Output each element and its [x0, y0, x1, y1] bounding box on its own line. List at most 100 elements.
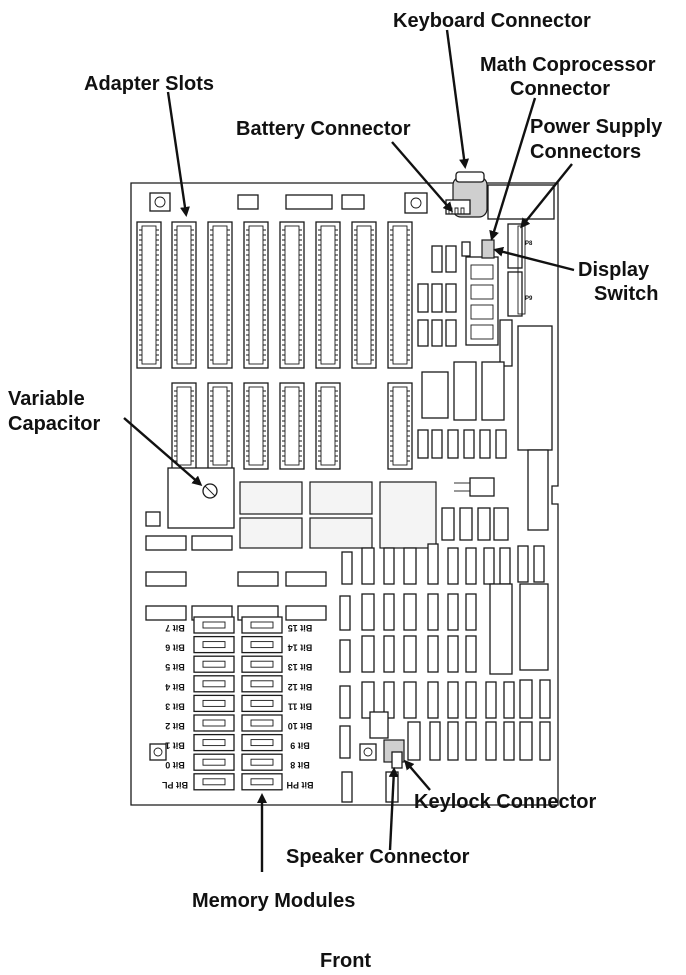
memory-bit-label-right: Bit 10	[288, 721, 313, 731]
memory-bit-label-left: Bit 4	[165, 682, 185, 692]
label-adapter-slots: Adapter Slots	[84, 73, 214, 95]
chip-64	[427, 635, 439, 673]
adapter-slots	[136, 221, 413, 470]
memory-module-right	[241, 616, 283, 634]
chip-46	[465, 547, 477, 585]
memory-module-right	[241, 675, 283, 693]
p8-label: P8	[525, 241, 533, 247]
chip-39	[493, 507, 509, 541]
memory-bit-label-right: Bit 8	[290, 760, 310, 770]
chip-75	[503, 681, 515, 719]
chip-61	[361, 635, 375, 673]
chip-88	[341, 771, 353, 803]
memory-module-left	[193, 694, 235, 713]
chip-84	[485, 721, 497, 761]
resistor-part	[454, 477, 495, 497]
memory-bit-label-left: Bit 2	[165, 721, 185, 731]
chip-11	[421, 371, 449, 419]
chip-1	[431, 245, 443, 273]
label-math-coprocessor-line1: Math Coprocessor	[480, 54, 656, 76]
chip-68	[361, 681, 375, 719]
memory-module-left	[193, 655, 235, 673]
chip-15	[431, 429, 443, 459]
chip-23	[239, 517, 303, 549]
label-keyboard-connector: Keyboard Connector	[393, 10, 591, 32]
chip-44	[427, 543, 439, 585]
memory-bit-label-left: Bit 6	[165, 643, 185, 653]
chip-38	[477, 507, 491, 541]
chip-55	[427, 593, 439, 631]
chip-3	[417, 283, 429, 313]
memory-module-left	[193, 773, 235, 791]
arrow-keyboard	[445, 29, 470, 169]
memory-module-right	[241, 635, 283, 654]
memory-module-row-7: Bit 1 Bit 9	[165, 733, 310, 752]
chip-22	[309, 481, 373, 515]
label-speaker-connector: Speaker Connector	[286, 846, 470, 868]
memory-bit-label-left: Bit PL	[161, 780, 188, 790]
arrow-math-coprocessor	[489, 97, 537, 241]
chip-21	[239, 481, 303, 515]
memory-bit-label-left: Bit 1	[165, 741, 185, 751]
memory-module-row-2: Bit 6 Bit 14	[165, 635, 313, 654]
memory-module-row-8: Bit 0 Bit 8	[165, 753, 310, 771]
chip-31	[285, 571, 327, 587]
chip-86	[519, 721, 533, 761]
chip-53	[383, 593, 395, 631]
chip-43	[403, 547, 417, 585]
memory-module-left	[193, 616, 235, 634]
label-keylock-connector: Keylock Connector	[414, 791, 596, 813]
chip-66	[465, 635, 477, 673]
short-slot-3	[243, 382, 269, 470]
chip-51	[339, 595, 351, 631]
chip-42	[383, 547, 395, 585]
chip-72	[447, 681, 459, 719]
chip-52	[361, 593, 375, 631]
chip-70	[403, 681, 417, 719]
memory-module-right	[241, 694, 283, 713]
chip-69	[383, 681, 395, 719]
memory-module-left	[193, 753, 235, 771]
p9-label: P9	[525, 296, 533, 302]
chip-82	[447, 721, 459, 761]
short-slot-5	[315, 382, 341, 470]
chip-41	[361, 547, 375, 585]
memory-bit-label-right: Bit 14	[288, 643, 313, 653]
chip-63	[403, 635, 417, 673]
chip-35	[285, 605, 327, 621]
memory-module-left	[193, 635, 235, 654]
chip-10	[517, 325, 553, 451]
chip-16	[447, 429, 459, 459]
chip-8	[445, 319, 457, 347]
memory-bit-label-left: Bit 7	[165, 623, 185, 633]
label-front: Front	[320, 950, 371, 972]
adapter-slot-8	[387, 221, 413, 369]
memory-module-right	[241, 773, 283, 791]
memory-bit-label-left: Bit 0	[165, 760, 185, 770]
memory-bit-label-right: Bit 9	[290, 741, 310, 751]
chip-76	[519, 679, 533, 719]
chip-20	[527, 449, 549, 531]
arrow-keylock	[404, 759, 431, 791]
chip-50	[533, 545, 545, 583]
chip-9	[499, 319, 513, 367]
chip-57	[465, 593, 477, 631]
chip-2	[445, 245, 457, 273]
memory-module-left	[193, 675, 235, 693]
chip-30	[237, 571, 279, 587]
memory-module-right	[241, 714, 283, 732]
label-display-switch-line2: Switch	[594, 283, 658, 305]
memory-bit-label-left: Bit 5	[165, 662, 185, 672]
arrow-adapter-slots	[166, 91, 190, 217]
short-slot-4	[279, 382, 305, 470]
chip-37	[459, 507, 473, 541]
memory-module-row-6: Bit 2 Bit 10	[165, 714, 313, 732]
chip-13	[481, 361, 505, 421]
chip-85	[503, 721, 515, 761]
